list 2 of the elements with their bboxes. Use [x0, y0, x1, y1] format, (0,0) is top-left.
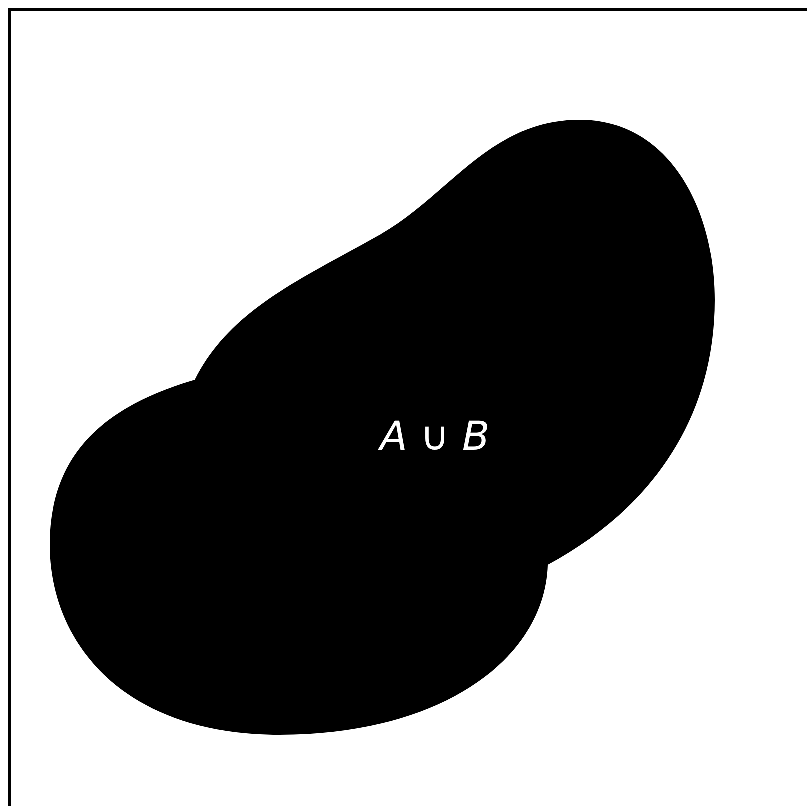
set-label: A ∪ B: [380, 414, 490, 460]
union-region: [50, 120, 715, 735]
